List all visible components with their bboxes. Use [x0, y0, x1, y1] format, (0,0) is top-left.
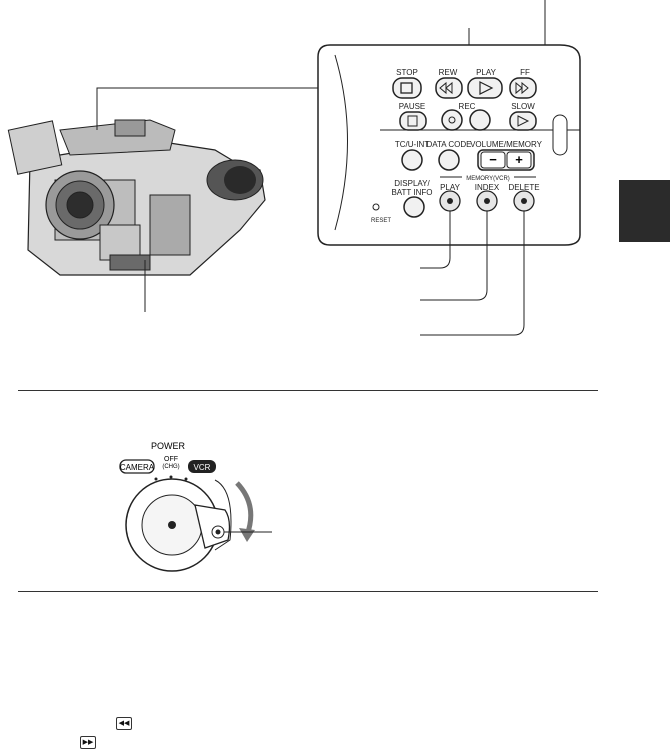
power-dial[interactable] [125, 478, 232, 572]
play-icon [479, 81, 494, 95]
volume-plus-button[interactable] [506, 151, 532, 169]
reset-button[interactable] [372, 203, 380, 211]
slow-label: SLOW [511, 102, 535, 111]
rewind-button[interactable] [435, 77, 463, 99]
leader-memory-play [420, 211, 451, 269]
ff-button[interactable] [509, 77, 537, 99]
rec-button-left[interactable] [441, 109, 463, 131]
off-label: OFF [164, 456, 178, 463]
plus-icon: + [515, 152, 523, 167]
memory-vcr-label: MEMORY(VCR) [466, 176, 510, 182]
leader-memory-delete [420, 211, 525, 336]
play-label: PLAY [476, 68, 497, 77]
display-label-1: DISPLAY/ [394, 179, 430, 188]
rec-dot-icon [448, 116, 456, 124]
memory-play-label: PLAY [440, 183, 461, 192]
tc-uint-button[interactable] [401, 149, 423, 171]
rotate-arrowhead-icon [239, 528, 255, 542]
volume-memory-label: VOLUME/MEMORY [470, 140, 543, 149]
vcr-mode-badge [188, 460, 216, 473]
camcorder-illustration: STOP REW PLAY FF PAUSE REC SLOW TC/U-INT… [7, 0, 581, 336]
stop-label: STOP [396, 68, 418, 77]
display-label-2: BATT INFO [391, 188, 432, 197]
camera-mode-label: CAMERA [120, 463, 155, 472]
rewind-icon [439, 81, 453, 95]
divider-2 [18, 591, 598, 592]
ff-label: FF [520, 68, 530, 77]
off-chg-label: (CHG) [162, 464, 179, 470]
volume-minus-button[interactable] [480, 151, 506, 169]
rec-label: REC [459, 102, 476, 111]
ff-icon [515, 81, 529, 95]
divider-1 [18, 390, 598, 391]
leader-panel [96, 87, 320, 130]
vcr-mode-label: VCR [194, 463, 211, 472]
reset-label: RESET [371, 218, 391, 224]
pause-icon [407, 115, 418, 127]
power-switch-illustration: POWER CAMERA OFF (CHG) VCR [119, 441, 272, 572]
memory-delete-label: DELETE [508, 183, 539, 192]
slow-icon [517, 115, 530, 127]
data-code-label: DATA CODE [426, 140, 471, 149]
rewind-inline-icon: ◀◀ [116, 717, 132, 730]
stop-icon [400, 82, 413, 94]
leader-memory-index [420, 211, 488, 301]
pause-button[interactable] [399, 111, 427, 131]
memory-index-label: INDEX [475, 183, 500, 192]
power-title: POWER [151, 441, 186, 451]
section-tab [619, 180, 670, 242]
minus-icon: − [489, 152, 497, 167]
rew-label: REW [439, 68, 458, 77]
fast-forward-inline-icon: ▶▶ [80, 736, 96, 749]
pause-label: PAUSE [399, 102, 426, 111]
rec-button-right[interactable] [469, 109, 491, 131]
tc-uint-label: TC/U-INT [395, 140, 429, 149]
camcorder-body [7, 119, 266, 276]
rotate-arrow [235, 481, 254, 536]
slow-button[interactable] [509, 111, 537, 131]
play-button[interactable] [467, 77, 503, 99]
stop-button[interactable] [392, 77, 422, 99]
camera-mode-badge [119, 459, 155, 474]
display-batt-info-button[interactable] [403, 196, 425, 218]
data-code-button[interactable] [438, 149, 460, 171]
